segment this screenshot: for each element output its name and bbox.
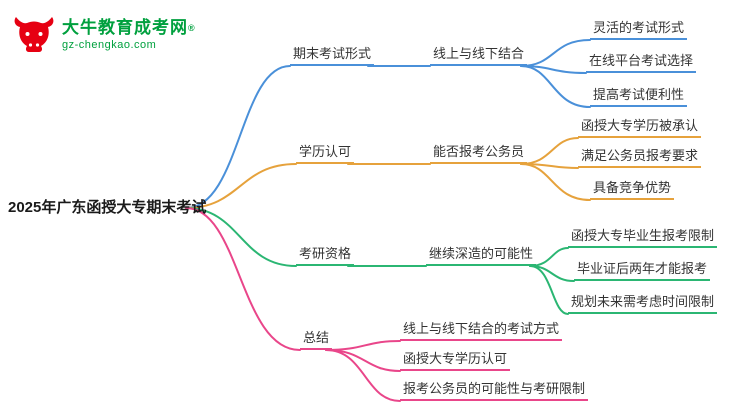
branch-2-leaf-2: 满足公务员报考要求 <box>578 148 702 168</box>
branch-2-node: 学历认可 <box>296 144 355 164</box>
root-node: 2025年广东函授大专期末考试 <box>8 199 207 216</box>
branch-4-node: 总结 <box>300 330 333 350</box>
branch-3-leaf-1: 函授大专毕业生报考限制 <box>568 228 718 248</box>
registered-mark: ® <box>188 23 196 33</box>
branch-3-node: 考研资格 <box>296 246 355 266</box>
logo-domain: gz-chengkao.com <box>62 39 157 51</box>
site-logo[interactable]: 大牛教育成考网® gz-chengkao.com <box>12 14 196 56</box>
branch-4-connectors <box>185 207 401 402</box>
bull-logo-icon <box>14 17 54 52</box>
branch-2-leaf-1: 函授大专学历被承认 <box>578 118 702 138</box>
branch-3-mid-node: 继续深造的可能性 <box>426 246 537 266</box>
branch-1-node: 期末考试形式 <box>290 46 375 66</box>
branch-3-leaf-3: 规划未来需考虑时间限制 <box>568 294 718 314</box>
branch-4-leaf-1: 线上与线下结合的考试方式 <box>400 321 563 341</box>
branch-1-connectors <box>185 39 591 209</box>
branch-3-leaf-2: 毕业证后两年才能报考 <box>574 261 711 281</box>
branch-4-leaf-2: 函授大专学历认可 <box>400 351 511 371</box>
logo-text: 大牛教育成考网® gz-chengkao.com <box>62 18 196 52</box>
branch-1-mid-node: 线上与线下结合 <box>430 46 528 66</box>
branch-4-leaf-3: 报考公务员的可能性与考研限制 <box>400 381 589 401</box>
branch-2-leaf-3: 具备竞争优势 <box>590 180 675 200</box>
branch-1-leaf-1: 灵活的考试形式 <box>590 20 688 40</box>
branch-2-mid-node: 能否报考公务员 <box>430 144 528 164</box>
branch-1-leaf-3: 提高考试便利性 <box>590 87 688 107</box>
logo-title: 大牛教育成考网® <box>62 18 196 37</box>
branch-2-connectors <box>185 137 591 209</box>
branch-1-leaf-2: 在线平台考试选择 <box>586 53 697 73</box>
